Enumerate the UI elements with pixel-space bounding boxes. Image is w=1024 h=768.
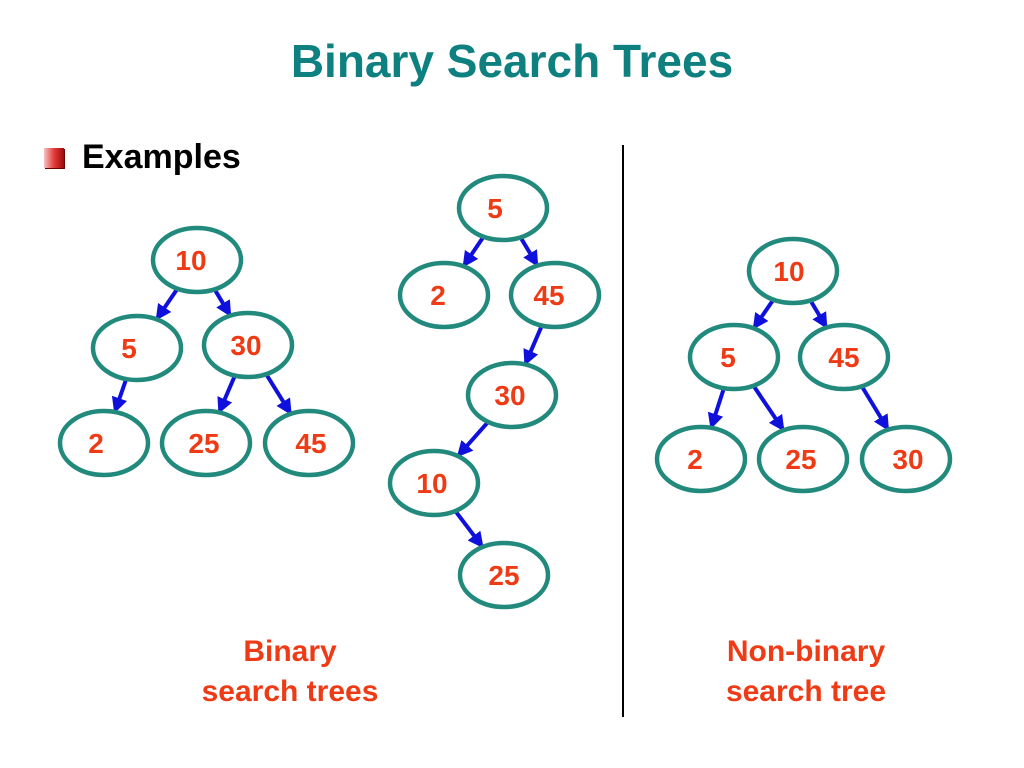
tree-node-t1-45: 45 [262,408,356,478]
tree-node-t1-2: 2 [57,408,151,478]
node-value: 2 [687,444,703,475]
node-value: 2 [430,280,446,311]
node-value: 25 [488,560,519,591]
edge-arrow-t3-5-to-t3-2 [707,388,726,430]
edge-arrow-t1-10-to-t1-30 [213,288,233,318]
node-oval [465,360,559,430]
page-title: Binary Search Trees [290,35,734,87]
edge-arrow-t2-5-to-t2-2 [461,236,485,268]
node-oval [397,260,491,330]
node-oval [201,310,295,380]
tree-node-t1-5: 5 [90,313,184,383]
divider-line [622,145,624,717]
node-oval [456,173,550,243]
node-value: 5 [121,333,137,364]
node-value: 5 [487,193,503,224]
edge-arrow-t1-10-to-t1-5 [154,288,179,321]
node-value: 45 [295,428,326,459]
node-value: 25 [188,428,219,459]
node-oval [262,408,356,478]
node-oval [687,322,781,392]
bullet-item: Examples [44,138,241,177]
node-value: 10 [175,245,206,276]
caption-non-binary-search-tree: Non-binary search tree [688,632,924,712]
edge-arrow-t2-10-to-t2-25 [454,510,485,549]
tree-node-t3-45: 45 [797,322,891,392]
tree-node-t2-2: 2 [397,260,491,330]
node-value: 30 [494,380,525,411]
node-oval [150,225,244,295]
node-oval [57,408,151,478]
edge-arrow-t3-45-to-t3-30 [860,385,890,432]
edge-arrow-t1-5-to-t1-2 [111,378,128,414]
node-oval [746,236,840,306]
edges-layer [111,236,890,549]
tree-node-t1-10: 10 [150,225,244,295]
node-value: 25 [785,444,816,475]
tree-node-t2-5: 5 [456,173,550,243]
node-value: 30 [892,444,923,475]
tree-node-t2-10: 10 [387,448,481,518]
edge-arrow-t3-10-to-t3-45 [809,299,829,329]
caption-binary-search-trees: Binary search trees [170,632,410,712]
edge-arrow-t1-30-to-t1-25 [217,375,237,414]
tree-node-t1-30: 30 [201,310,295,380]
node-value: 45 [533,280,564,311]
node-value: 2 [88,428,104,459]
caption-line: Binary [243,635,337,668]
node-value: 30 [230,330,261,361]
tree-node-t2-25: 25 [457,540,551,610]
tree-node-t1-25: 25 [159,408,253,478]
node-oval [159,408,253,478]
caption-line: search tree [725,675,887,708]
node-oval [387,448,481,518]
tree-node-t3-2: 2 [654,424,748,494]
tree-node-t3-30: 30 [859,424,953,494]
node-oval [797,322,891,392]
edge-arrow-t2-5-to-t2-45 [519,236,540,268]
node-oval [457,540,551,610]
edge-arrow-t3-5-to-t3-25 [752,385,786,432]
tree-node-t2-45: 45 [508,260,602,330]
nodes-layer: 10 5 30 2 25 45 5 2 45 30 10 25 10 5 45 2 25 30 [57,173,953,610]
edge-arrow-t2-30-to-t2-10 [456,421,490,458]
edge-arrow-t3-10-to-t3-5 [751,299,775,330]
node-value: 45 [828,342,859,373]
bullet-square-icon [44,147,64,168]
edge-arrow-t2-45-to-t2-30 [523,325,544,366]
tree-node-t3-5: 5 [687,322,781,392]
caption-line: search trees [201,675,379,708]
node-oval [756,424,850,494]
tree-node-t3-10: 10 [746,236,840,306]
tree-node-t2-30: 30 [465,360,559,430]
node-oval [859,424,953,494]
node-value: 10 [773,256,804,287]
node-oval [90,313,184,383]
caption-line: Non-binary [726,635,886,668]
node-value: 10 [416,468,447,499]
node-oval [508,260,602,330]
tree-node-t3-25: 25 [756,424,850,494]
bullet-label: Examples [82,138,241,176]
node-oval [654,424,748,494]
edge-arrow-t1-30-to-t1-45 [264,373,293,416]
node-value: 5 [720,342,736,373]
